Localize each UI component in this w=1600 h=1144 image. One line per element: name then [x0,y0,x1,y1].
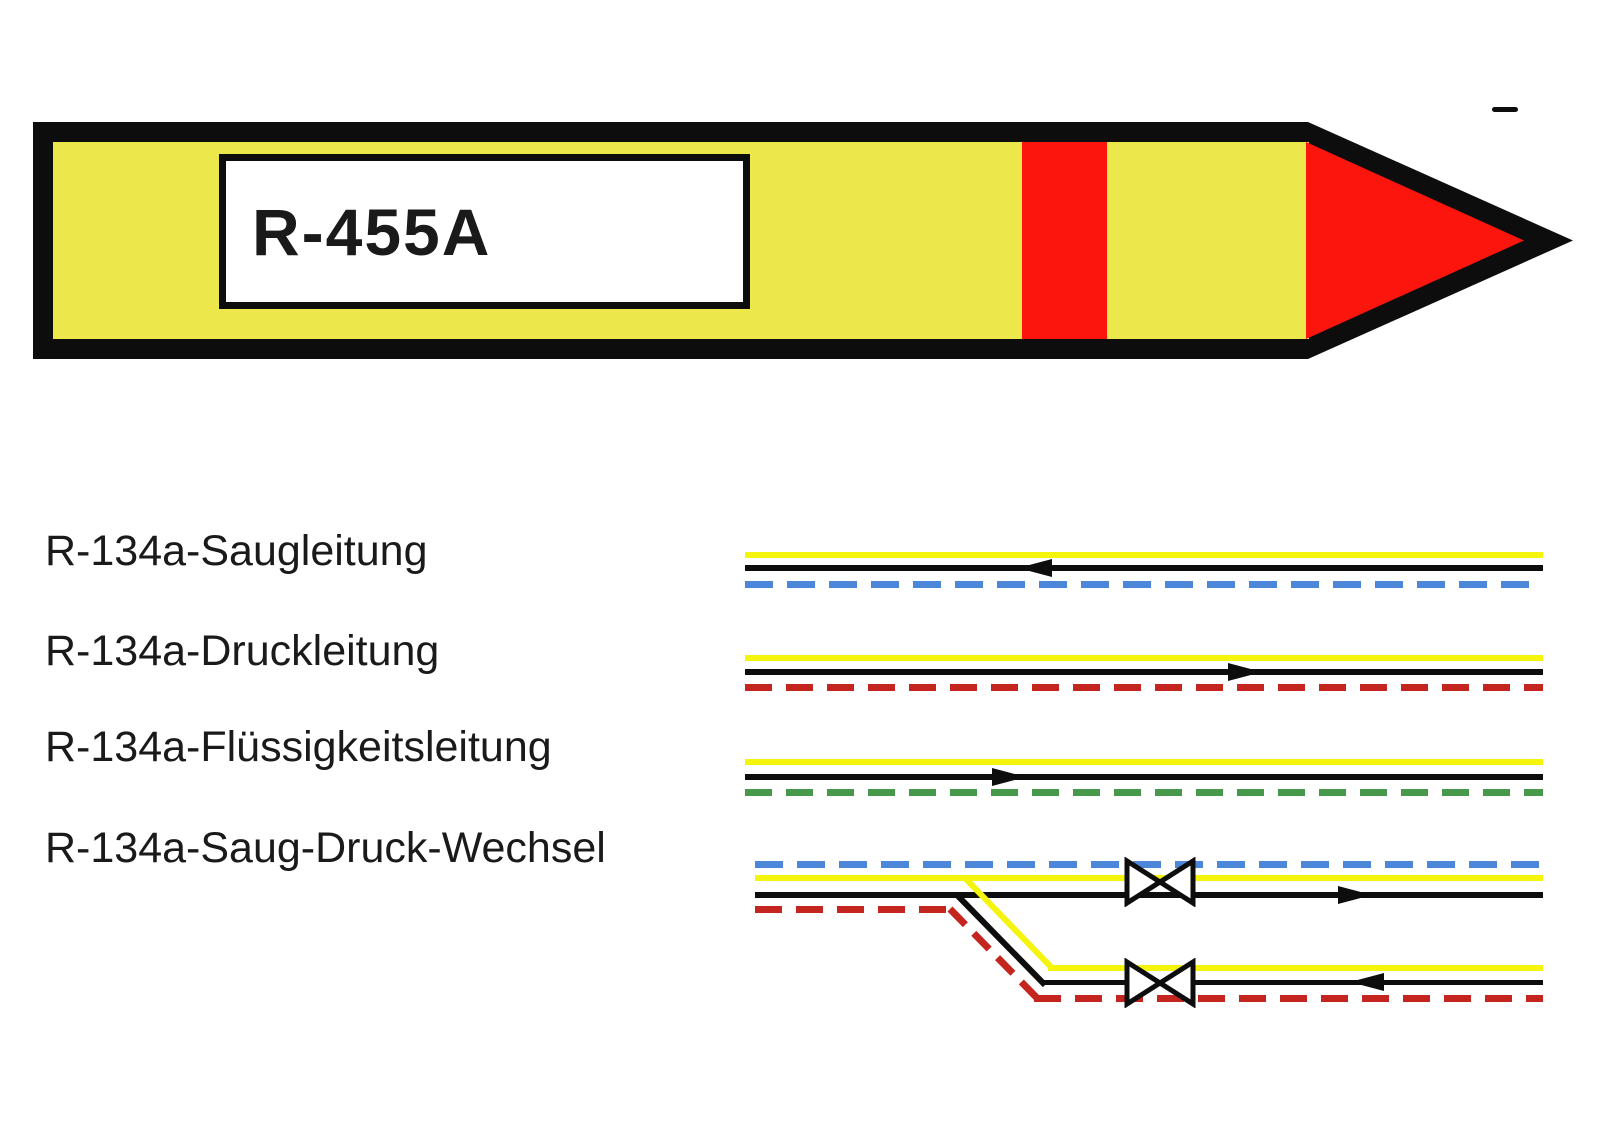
fluessigkeitsleitung-black-line [745,774,1543,780]
banner-red-stripe [1022,142,1107,339]
stray-mark [1492,107,1518,112]
wechsel-crossover-lines [947,875,1055,1002]
wechsel-lower-black-line [1042,980,1543,985]
valve-icon-lower [1124,958,1196,1008]
label-saugleitung: R-134a-Saugleitung [45,527,428,575]
druckleitung-flow-arrow-right [1228,663,1262,681]
druckleitung-yellow-line [745,655,1543,661]
label-fluessigkeitsleitung: R-134a-Flüssigkeitsleitung [45,723,552,771]
saugleitung-flow-arrow-left [1018,559,1052,577]
wechsel-lower-flow-arrow-left [1350,973,1384,991]
saugleitung-blue-dashed-line [745,581,1543,588]
wechsel-blue-dashed-line [755,861,1543,868]
fluessigkeitsleitung-flow-arrow-right [992,768,1026,786]
druckleitung-black-line [745,669,1543,675]
fluessigkeitsleitung-green-dashed-line [745,789,1543,796]
wechsel-upper-red-dashed-segment [755,906,952,913]
wechsel-upper-black-line [755,892,1543,898]
saugleitung-black-line [745,565,1543,571]
wechsel-lower-red-dashed-line [1034,995,1543,1002]
label-saug-druck-wechsel: R-134a-Saug-Druck-Wechsel [45,824,606,872]
label-druckleitung: R-134a-Druckleitung [45,627,440,675]
banner-label-box: R-455A [219,154,750,309]
valve-icon-upper [1124,857,1196,907]
wechsel-lower-yellow-line [1048,965,1543,971]
fluessigkeitsleitung-yellow-line [745,759,1543,765]
wechsel-upper-flow-arrow-right [1338,886,1372,904]
saugleitung-yellow-line [745,552,1543,558]
banner-label: R-455A [252,194,492,269]
druckleitung-red-dashed-line [745,684,1543,691]
